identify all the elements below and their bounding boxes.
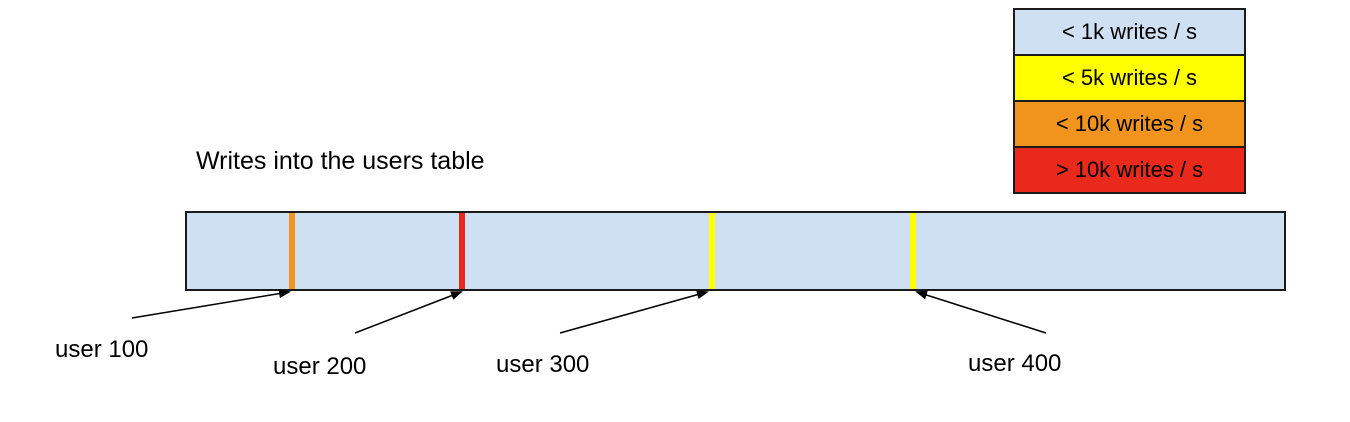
write-rate-marker-user-100: [288, 213, 295, 289]
legend: < 1k writes / s < 5k writes / s < 10k writ…: [1013, 8, 1246, 194]
legend-item-under-5k: < 5k writes / s: [1013, 54, 1246, 102]
label-user-400: user 400: [968, 350, 1062, 377]
arrow-user-200: [354, 291, 463, 334]
legend-item-label: < 10k writes / s: [1055, 111, 1204, 136]
users-table-bar: [185, 211, 1286, 291]
arrow-user-100: [131, 289, 291, 319]
label-user-100: user 100: [55, 336, 149, 363]
legend-item-under-1k: < 1k writes / s: [1013, 8, 1246, 56]
arrow-user-400: [915, 290, 1047, 334]
write-rate-marker-user-400: [909, 213, 916, 289]
write-rate-marker-user-300: [709, 213, 716, 289]
legend-item-under-10k: < 10k writes / s: [1013, 100, 1246, 148]
legend-item-label: < 1k writes / s: [1061, 19, 1198, 44]
diagram-title: Writes into the users table: [196, 147, 485, 175]
legend-item-label: > 10k writes / s: [1055, 157, 1204, 182]
legend-item-over-10k: > 10k writes / s: [1013, 146, 1246, 194]
legend-item-label: < 5k writes / s: [1061, 65, 1198, 90]
arrow-user-300: [559, 290, 709, 334]
label-user-300: user 300: [496, 351, 590, 378]
write-rate-marker-user-200: [459, 213, 466, 289]
label-user-200: user 200: [273, 353, 367, 380]
